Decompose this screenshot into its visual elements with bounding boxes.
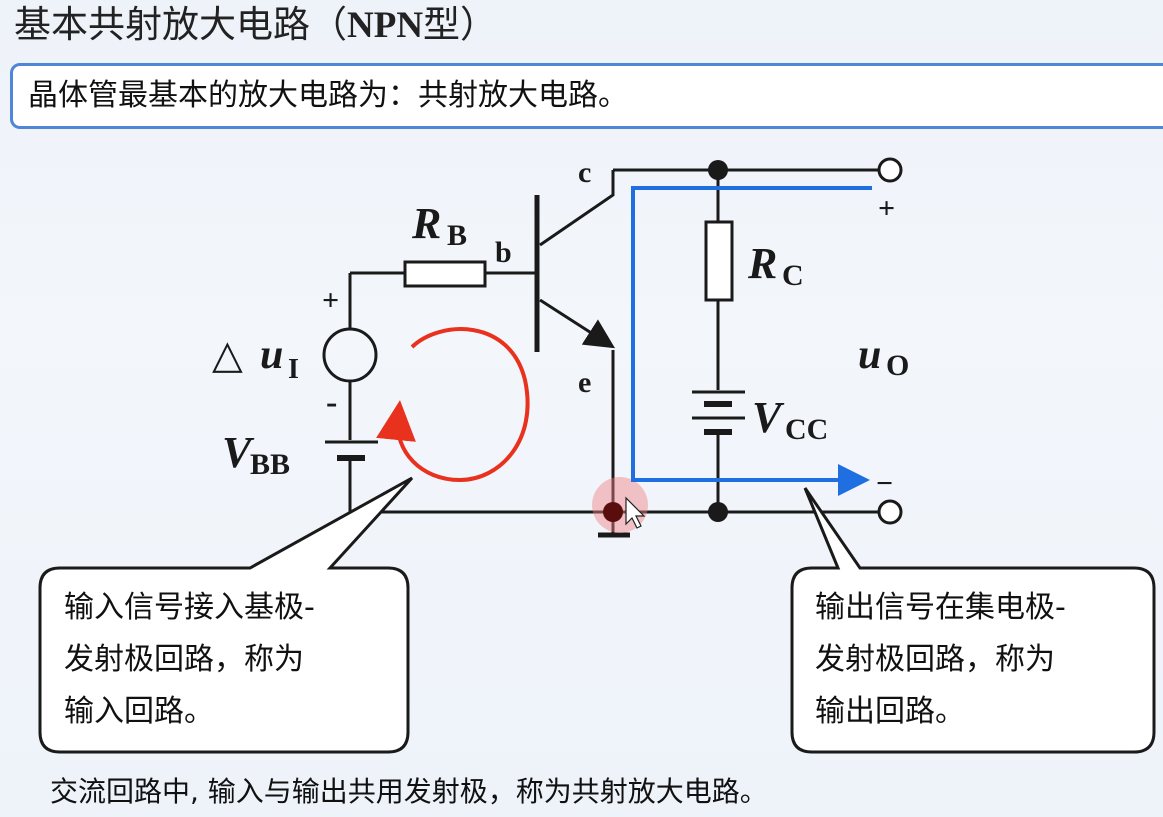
input-callout-line-1: 输入信号接入基极- bbox=[64, 590, 315, 625]
title-suffix: 型） bbox=[423, 3, 498, 46]
rb-resistor bbox=[403, 260, 487, 288]
rb-label: R bbox=[411, 199, 441, 248]
input-loop-arrow bbox=[376, 327, 530, 483]
output-loop-arrow bbox=[631, 186, 872, 496]
input-callout-bubble bbox=[38, 476, 414, 754]
vcc-label: V bbox=[752, 393, 785, 442]
page-title: 基本共射放大电路（NPN型） bbox=[14, 0, 497, 51]
output-callout-text: 输出信号在集电极- 发射极回路，称为 输出回路。 bbox=[815, 582, 1066, 738]
input-minus-label: - bbox=[326, 384, 337, 421]
delta-label: △ bbox=[212, 332, 243, 377]
vbb-label: V bbox=[222, 428, 255, 477]
terminal-e-label: e bbox=[578, 366, 591, 399]
intro-text: 晶体管最基本的放大电路为：共射放大电路。 bbox=[28, 78, 628, 113]
uo-label: u bbox=[858, 332, 881, 378]
output-callout-line-1: 输出信号在集电极- bbox=[815, 590, 1066, 625]
vbb-sub-label: BB bbox=[250, 448, 290, 481]
title-type: NPN bbox=[347, 5, 424, 46]
input-callout-line-3: 输入回路。 bbox=[64, 694, 214, 729]
collector-lead bbox=[539, 170, 615, 247]
input-callout-line-2: 发射极回路，称为 bbox=[64, 642, 304, 677]
vcc-battery bbox=[692, 390, 745, 435]
input-plus-label: + bbox=[322, 284, 339, 317]
emitter-arrow bbox=[539, 298, 616, 349]
ui-label: u bbox=[260, 332, 283, 378]
ui-sub-label: I bbox=[288, 354, 299, 385]
vcc-sub-label: CC bbox=[785, 413, 828, 446]
terminal-c-label: c bbox=[578, 156, 591, 189]
rc-label: R bbox=[747, 239, 777, 288]
output-callout-line-2: 发射极回路，称为 bbox=[815, 642, 1055, 677]
input-source bbox=[322, 327, 378, 383]
junction-bottom bbox=[708, 502, 728, 522]
title-main: 基本共射放大电路（ bbox=[14, 3, 347, 46]
output-terminal-minus bbox=[877, 499, 903, 525]
output-callout-bubble bbox=[790, 487, 1156, 754]
vbb-battery bbox=[325, 440, 378, 461]
rc-resistor bbox=[704, 220, 734, 302]
uo-sub-label: O bbox=[886, 349, 909, 382]
transistor bbox=[534, 195, 616, 352]
output-callout-line-3: 输出回路。 bbox=[815, 694, 965, 729]
mouse-cursor-icon bbox=[625, 496, 646, 529]
output-minus-label: − bbox=[876, 467, 893, 500]
intro-box bbox=[10, 63, 1163, 129]
junction-emitter bbox=[603, 502, 623, 522]
input-callout-text: 输入信号接入基极- 发射极回路，称为 输入回路。 bbox=[64, 582, 315, 738]
junction-top bbox=[708, 160, 728, 180]
output-plus-label: + bbox=[878, 192, 895, 225]
output-terminal-plus bbox=[877, 157, 903, 183]
footer-text: 交流回路中, 输入与输出共用发射极，称为共射放大电路。 bbox=[50, 775, 768, 808]
terminal-b-label: b bbox=[495, 236, 512, 269]
rc-sub-label: C bbox=[782, 259, 804, 292]
rb-sub-label: B bbox=[447, 219, 467, 252]
